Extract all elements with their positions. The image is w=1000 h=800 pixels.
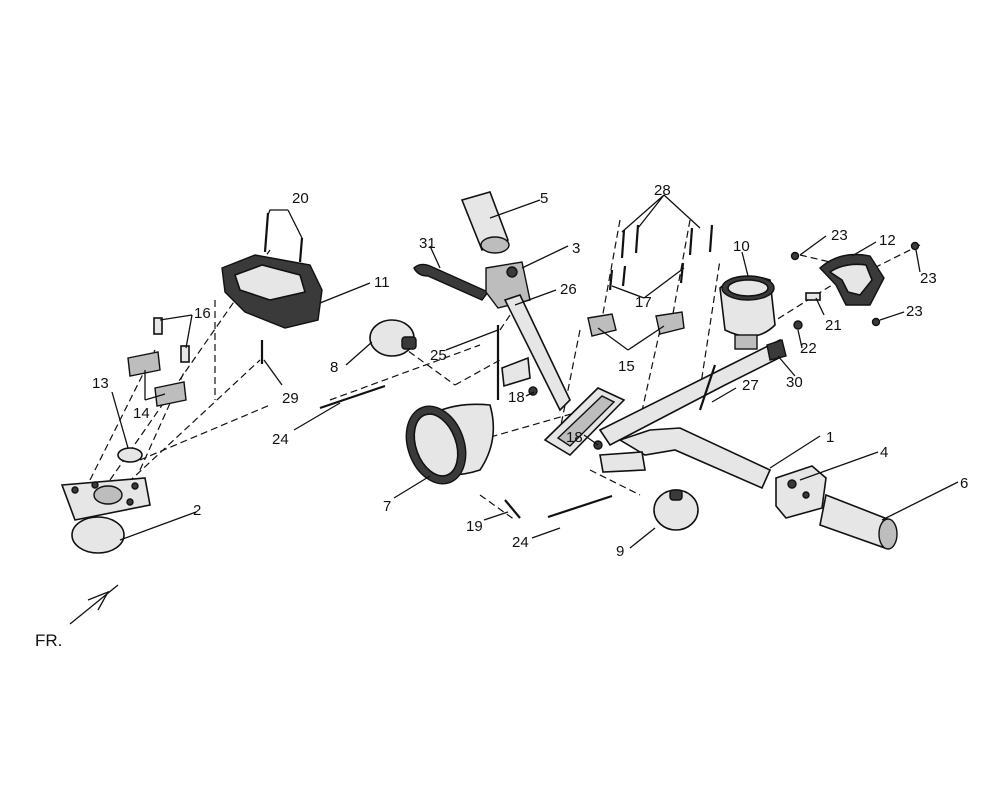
part-right-grip xyxy=(819,493,898,550)
part-right-switch xyxy=(775,465,827,519)
part-clamp-bolts xyxy=(153,317,190,363)
part-left-grip xyxy=(460,191,510,254)
callout-31: 31 xyxy=(419,235,436,252)
part-headlight-bracket xyxy=(496,325,531,400)
callout-10: 10 xyxy=(733,238,750,255)
callout-4: 4 xyxy=(880,444,888,461)
callout-8: 8 xyxy=(330,359,338,376)
part-riser-plate xyxy=(543,387,646,473)
callout-23a: 23 xyxy=(831,227,848,244)
callout-21: 21 xyxy=(825,317,842,334)
part-small-screw-a xyxy=(790,251,800,261)
part-brake-lever xyxy=(413,263,490,301)
callout-25: 25 xyxy=(430,347,447,364)
callout-12: 12 xyxy=(879,232,896,249)
part-washer xyxy=(117,447,143,463)
part-long-bolt-left xyxy=(319,384,386,410)
callout-9: 9 xyxy=(616,543,624,560)
part-reservoir-bolt xyxy=(698,364,717,411)
callout-28: 28 xyxy=(654,182,671,199)
part-small-clamps xyxy=(587,311,685,337)
part-reservoir xyxy=(719,275,776,350)
part-lower-mount xyxy=(60,477,151,554)
part-reservoir-bracket xyxy=(766,339,787,361)
part-small-screw-b xyxy=(910,241,920,251)
callout-numbers: 1 2 3 4 5 6 7 8 9 10 11 12 13 14 15 16 1… xyxy=(92,182,968,560)
callout-2: 2 xyxy=(193,502,201,519)
part-headlight xyxy=(405,403,495,485)
callout-15: 15 xyxy=(618,358,635,375)
part-right-cover xyxy=(818,253,885,306)
callout-18b: 18 xyxy=(566,429,583,446)
callout-30: 30 xyxy=(786,374,803,391)
part-upper-screws xyxy=(608,224,714,291)
front-direction-arrow xyxy=(69,584,119,625)
callout-19: 19 xyxy=(466,518,483,535)
part-upper-clamps xyxy=(127,351,187,407)
callout-26: 26 xyxy=(560,281,577,298)
callout-23c: 23 xyxy=(906,303,923,320)
leader-lines xyxy=(111,194,959,549)
callout-13: 13 xyxy=(92,375,109,392)
callout-17: 17 xyxy=(635,294,652,311)
part-turn-signal-left xyxy=(369,319,417,357)
front-direction-label: FR. xyxy=(35,631,62,650)
callout-1: 1 xyxy=(826,429,834,446)
callout-24a: 24 xyxy=(272,431,289,448)
part-long-bolt-right xyxy=(547,494,613,519)
part-small-screw-c xyxy=(871,317,881,327)
callout-3: 3 xyxy=(572,240,580,257)
part-turn-signal-right xyxy=(653,489,699,531)
part-handlebar-cover xyxy=(221,254,323,329)
callout-18a: 18 xyxy=(508,389,525,406)
part-small-nut xyxy=(793,320,803,330)
callout-16: 16 xyxy=(194,305,211,322)
callout-29: 29 xyxy=(282,390,299,407)
part-headlight-bolt xyxy=(504,499,521,519)
part-cover-pin-right xyxy=(805,292,821,301)
callout-20: 20 xyxy=(292,190,309,207)
callout-24b: 24 xyxy=(512,534,529,551)
callout-5: 5 xyxy=(540,190,548,207)
callout-22: 22 xyxy=(800,340,817,357)
callout-7: 7 xyxy=(383,498,391,515)
part-cover-screws xyxy=(263,212,304,263)
callout-6: 6 xyxy=(960,475,968,492)
part-handlebar-tube xyxy=(503,294,786,490)
callout-27: 27 xyxy=(742,377,759,394)
callout-14: 14 xyxy=(133,405,150,422)
callout-23b: 23 xyxy=(920,270,937,287)
callout-11: 11 xyxy=(374,274,390,291)
